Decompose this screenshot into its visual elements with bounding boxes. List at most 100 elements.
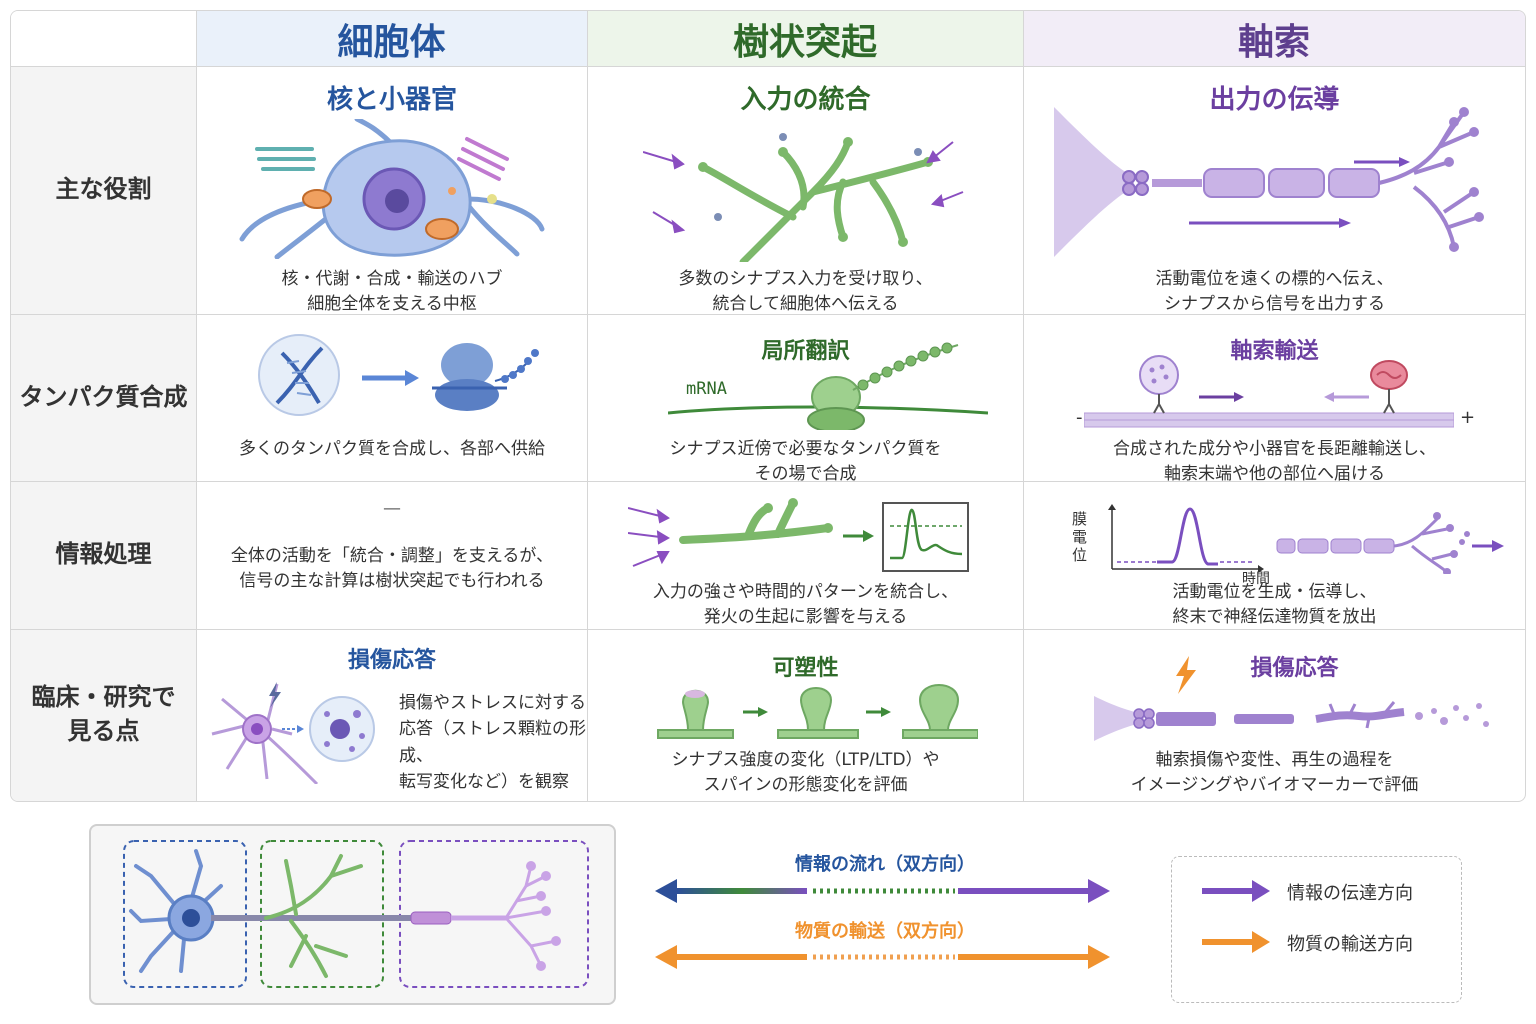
row-label-clinical-line1: 臨床・研究で: [31, 683, 176, 712]
desc-line: 応答（ストレス顆粒の形成、: [399, 719, 586, 766]
cell-description: 核・代謝・合成・輸送のハブ 細胞全体を支える中枢: [197, 267, 587, 316]
axon-illustration: [1054, 107, 1484, 257]
desc-line: 活動電位を生成・伝導し、: [1172, 582, 1377, 602]
mrna-label: mRNA: [686, 379, 727, 399]
desc-line: 全体の活動を「統合・調整」を支えるが、: [230, 546, 554, 566]
cell-description: シナプス近傍で必要なタンパク質を その場で合成: [588, 437, 1023, 486]
cell-description: 全体の活動を「統合・調整」を支えるが、 信号の主な計算は樹状突起でも行われる: [197, 544, 587, 593]
ylabel-char: 電: [1072, 528, 1088, 546]
column-header-dendrite: 樹状突起: [587, 11, 1023, 66]
dendrite-illustration: [643, 133, 964, 262]
desc-line: イメージングやバイオマーカーで評価: [1130, 774, 1419, 795]
divider: [11, 481, 1525, 482]
info-flow-label: 情報の流れ（双方向）: [795, 854, 975, 875]
column-header-axon: 軸索: [1023, 11, 1525, 66]
desc-line: シナプス強度の変化（LTP/LTD）や: [671, 750, 940, 770]
ylabel-char: 位: [1072, 546, 1088, 564]
polarity-minus: -: [1076, 407, 1083, 428]
desc-line: 多数のシナプス入力を受け取り、: [678, 269, 933, 289]
cell-title: 損傷応答: [1250, 656, 1339, 681]
desc-line: 軸索損傷や変性、再生の過程を: [1155, 750, 1394, 770]
cell-title: 入力の統合: [740, 85, 871, 115]
cell-title: 局所翻訳: [761, 339, 850, 364]
cell-clinical-axon: 損傷応答 軸索損傷や変性、再生の過程を イメージングやバイオマーカーで評価: [1024, 630, 1525, 801]
polarity-plus: +: [1460, 407, 1476, 428]
arrow-key-legend: 情報の伝達方向 物質の輸送方向: [1171, 856, 1462, 1003]
comparison-table: 細胞体 樹状突起 軸索 主な役割 タンパク質合成 情報処理 臨床・研究で 見る点…: [10, 10, 1526, 802]
cell-description: 入力の強さや時間的パターンを統合し、 発火の生起に影響を与える: [588, 580, 1023, 629]
neuron-overview-panel: [89, 824, 616, 1005]
divider: [196, 11, 197, 801]
cell-description: 活動電位を遠くの標的へ伝え、 シナプスから信号を出力する: [1024, 267, 1525, 316]
cell-info-dendrite: 入力の強さや時間的パターンを統合し、 発火の生起に影響を与える: [588, 482, 1023, 629]
cell-description: シナプス強度の変化（LTP/LTD）や スパインの形態変化を評価: [588, 748, 1023, 797]
ylabel-char: 膜: [1072, 510, 1088, 528]
desc-line: その場で合成: [754, 463, 857, 484]
info-flow-arrow: [655, 879, 1110, 903]
divider: [11, 66, 1525, 67]
cell-role-axon: 出力の伝導 活動電位を遠くの標的へ伝え、 シナプスから信号を出力する: [1024, 67, 1525, 314]
cell-description: 合成された成分や小器官を長距離輸送し、 軸索末端や他の部位へ届ける: [1024, 437, 1525, 486]
soma-illustration: [239, 119, 545, 259]
desc-line: 軸索末端や他の部位へ届ける: [1164, 463, 1385, 484]
row-label-role: 主な役割: [11, 66, 196, 314]
cell-protein-dendrite: 局所翻訳 mRNA シナプス近傍で必要なタンパク質を その場で合成: [588, 315, 1023, 484]
desc-line: シナプスから信号を出力する: [1164, 293, 1385, 314]
desc-line: 発火の生起に影響を与える: [703, 606, 908, 627]
desc-line: 信号の主な計算は樹状突起でも行われる: [239, 570, 545, 591]
cell-description: 軸索損傷や変性、再生の過程を イメージングやバイオマーカーで評価: [1024, 748, 1525, 797]
cell-protein-soma: 多くのタンパク質を合成し、各部へ供給: [197, 315, 587, 481]
local-translation-illustration: [668, 342, 988, 430]
divider: [11, 629, 1525, 630]
info-direction-arrow-icon: [1202, 880, 1270, 902]
desc-line: 入力の強さや時間的パターンを統合し、: [652, 582, 959, 602]
cell-role-soma: 核と小器官 核・代謝・合成・輸送のハブ 細胞全体を支える中枢: [197, 67, 587, 314]
divider: [11, 314, 1525, 315]
cell-title: 損傷応答: [347, 648, 436, 673]
divider: [1023, 11, 1024, 801]
graph-xlabel: 時間: [1242, 571, 1270, 587]
cell-description: 損傷やストレスに対する 応答（ストレス顆粒の形成、 転写変化など）を観察: [399, 690, 587, 795]
column-header-soma: 細胞体: [196, 11, 587, 66]
spine-plasticity-illustration: [657, 684, 978, 739]
key-material-label: 物質の輸送方向: [1287, 934, 1413, 955]
material-flow-arrow: [655, 945, 1110, 969]
cell-title: 軸索輸送: [1230, 339, 1319, 364]
graph-ylabel: 膜 電 位: [1072, 510, 1087, 564]
cell-info-soma: — 全体の活動を「統合・調整」を支えるが、 信号の主な計算は樹状突起でも行われる: [197, 482, 587, 629]
cell-description: 多くのタンパク質を合成し、各部へ供給: [239, 439, 545, 459]
cell-clinical-dendrite: 可塑性 シナプス強度の変化（LTP/LTD）や スパインの形態変化を評価: [588, 630, 1023, 801]
cell-title: 核と小器官: [326, 85, 457, 115]
desc-line: 合成された成分や小器官を長距離輸送し、: [1113, 439, 1436, 459]
stress-response-illustration: [211, 682, 375, 784]
cell-description: 活動電位を生成・伝導し、 終末で神経伝達物質を放出: [1024, 580, 1525, 629]
material-flow-label: 物質の輸送（双方向）: [795, 921, 975, 942]
cell-role-dendrite: 入力の統合 多数のシナプス入力を受け取り、 統合して細胞体へ伝える: [588, 67, 1023, 314]
desc-line: 終末で神経伝達物質を放出: [1172, 606, 1377, 627]
key-info-label: 情報の伝達方向: [1287, 883, 1413, 904]
row-label-protein: タンパク質合成: [11, 314, 196, 481]
row-label-clinical-line2: 見る点: [67, 717, 140, 745]
desc-line: 転写変化など）を観察: [399, 772, 569, 793]
action-potential-illustration: [1108, 504, 1504, 574]
row-label-clinical: 臨床・研究で 見る点: [11, 629, 196, 801]
dna-ribosome-illustration: [258, 334, 539, 416]
desc-line: 活動電位を遠くの標的へ伝え、: [1155, 269, 1394, 289]
desc-line: シナプス近傍で必要なタンパク質を: [669, 439, 942, 459]
cell-title: 可塑性: [772, 656, 839, 681]
cell-clinical-soma: 損傷応答 損傷やストレスに対する 応答（ストレス顆粒の形成、 転写変化など）を観…: [197, 630, 587, 801]
not-applicable-dash: —: [383, 498, 401, 519]
desc-line: 細胞全体を支える中枢: [307, 293, 477, 314]
desc-line: 核・代謝・合成・輸送のハブ: [281, 269, 503, 289]
dendrite-integration-illustration: [628, 498, 969, 572]
desc-line: スパインの形態変化を評価: [703, 774, 908, 795]
cell-description: 多数のシナプス入力を受け取り、 統合して細胞体へ伝える: [588, 267, 1023, 316]
axonal-transport-illustration: [1084, 355, 1454, 428]
neuron-overview-illustration: [123, 840, 589, 988]
cell-protein-axon: 軸索輸送 - + 合成された成分や小器官を長距離輸送し、 軸索末端や他の部位へ届…: [1024, 315, 1525, 484]
row-label-info: 情報処理: [11, 481, 196, 629]
desc-line: 損傷やストレスに対する: [399, 693, 586, 713]
divider: [587, 11, 588, 801]
desc-line: 統合して細胞体へ伝える: [712, 293, 899, 314]
material-direction-arrow-icon: [1202, 931, 1270, 953]
